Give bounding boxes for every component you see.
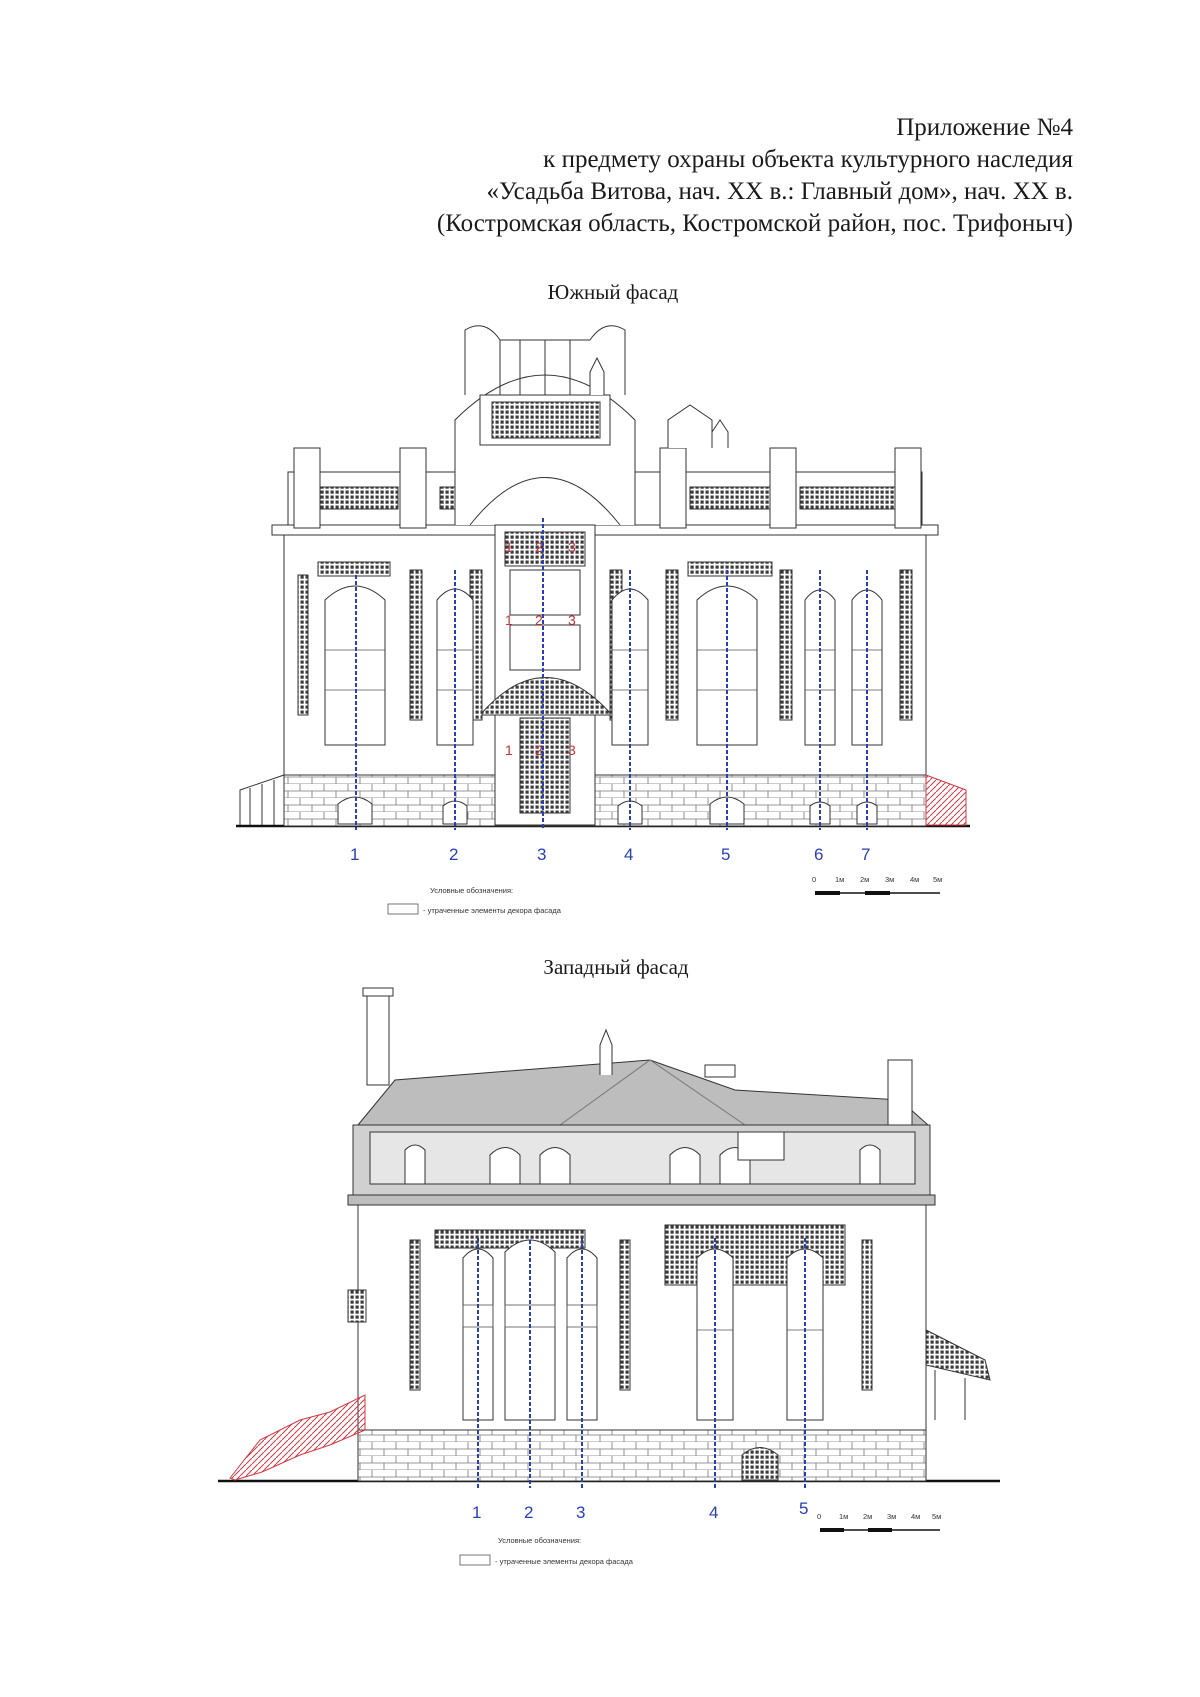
west-axis-label: 1 — [472, 1503, 481, 1522]
scale-tick: 2м — [860, 875, 869, 884]
scale-tick: 5м — [933, 875, 942, 884]
west-axis-label: 2 — [524, 1503, 533, 1522]
object-name: «Усадьба Витова, нач. XX в.: Главный дом… — [486, 178, 1073, 205]
west-axis-label: 5 — [799, 1499, 808, 1518]
south-axis-label: 6 — [814, 845, 823, 864]
scale-tick: 4м — [911, 1512, 920, 1521]
scale-tick: 2м — [863, 1512, 872, 1521]
bay-mark: 2 — [535, 612, 543, 628]
west-axis-labels: 1 2 3 4 5 — [472, 1499, 808, 1522]
scale-tick: 5м — [932, 1512, 941, 1521]
scale-tick: 3м — [885, 875, 894, 884]
bay-mark: 2 — [535, 539, 543, 555]
legend-item: - утраченные элементы декора фасада — [423, 906, 562, 915]
bay-mark: 1 — [505, 742, 513, 758]
object-location: (Костромская область, Костромской район,… — [436, 210, 1073, 237]
west-axis-label: 3 — [576, 1503, 585, 1522]
bay-mark: 3 — [568, 612, 576, 628]
scale-tick: 3м — [887, 1512, 896, 1521]
legend-title: Условные обозначения: — [498, 1536, 581, 1545]
appendix-number: Приложение №4 — [896, 114, 1073, 141]
legend-swatch — [387, 903, 419, 915]
south-axis-label: 4 — [624, 845, 633, 864]
west-axis-label: 4 — [709, 1503, 718, 1522]
south-axis-label: 7 — [861, 845, 870, 864]
bay-mark: 1 — [505, 539, 513, 555]
west-facade-axes — [477, 1238, 806, 1488]
legend-swatch — [459, 1554, 491, 1566]
legend-item: - утраченные элементы декора фасада — [495, 1557, 634, 1566]
bay-mark: 3 — [568, 539, 576, 555]
south-facade-drawing — [236, 325, 970, 828]
scale-tick: 1м — [839, 1512, 848, 1521]
document-header: Приложение №4 к предмету охраны объекта … — [437, 112, 1073, 240]
south-axis-labels: 1 2 3 4 5 6 7 — [350, 845, 870, 864]
scale-tick: 0 — [812, 875, 816, 884]
legend-title: Условные обозначения: — [430, 886, 513, 895]
bay-mark: 2 — [535, 742, 543, 758]
south-axis-label: 1 — [350, 845, 359, 864]
south-scale-bar: 0 1м 2м 3м 4м 5м — [812, 875, 942, 895]
west-facade-drawing — [218, 987, 1000, 1483]
scale-tick: 4м — [910, 875, 919, 884]
south-facade-axes — [355, 518, 868, 830]
scale-tick: 0 — [817, 1512, 821, 1521]
south-axis-label: 3 — [537, 845, 546, 864]
south-bay-marks: 1 2 3 1 2 3 1 2 3 — [505, 539, 576, 758]
west-legend: Условные обозначения: - утраченные элеме… — [459, 1536, 634, 1566]
south-axis-label: 5 — [721, 845, 730, 864]
bay-mark: 3 — [568, 742, 576, 758]
scale-tick: 1м — [835, 875, 844, 884]
west-scale-bar: 0 1м 2м 3м 4м 5м — [817, 1512, 941, 1532]
south-facade-caption: Южный фасад — [547, 280, 679, 304]
south-axis-label: 2 — [449, 845, 458, 864]
bay-mark: 1 — [505, 612, 513, 628]
west-facade-caption: Западный фасад — [543, 955, 689, 979]
south-legend: Условные обозначения: - утраченные элеме… — [387, 886, 562, 915]
subject-line: к предмету охраны объекта культурного на… — [543, 146, 1073, 173]
